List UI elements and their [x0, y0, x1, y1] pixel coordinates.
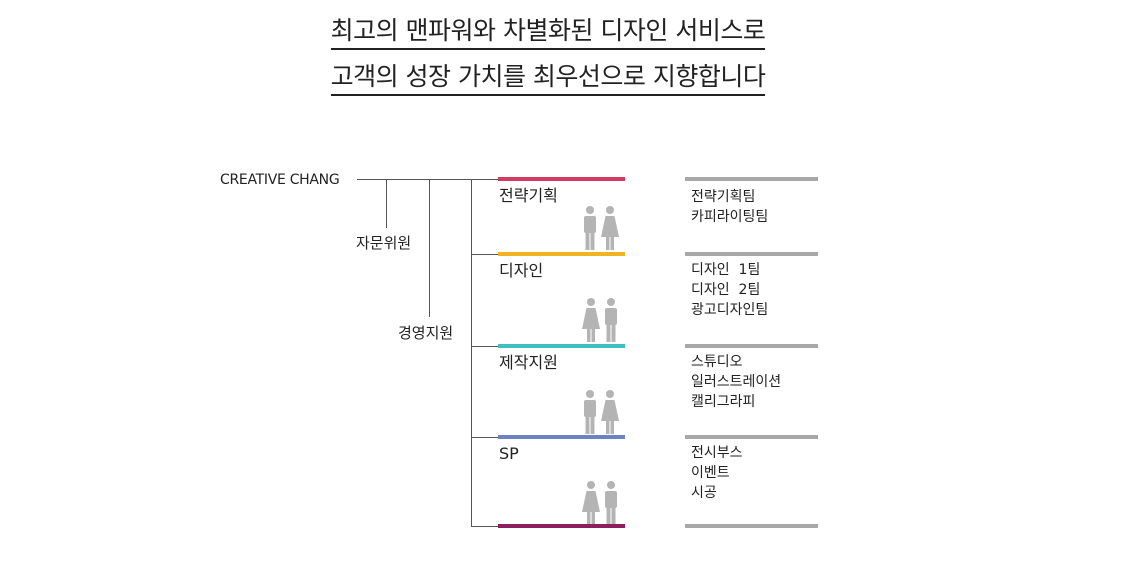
team-bar-design — [685, 252, 818, 256]
team-item: 전시부스 — [691, 445, 743, 461]
team-item: 스튜디오 — [691, 354, 743, 370]
company-name: CREATIVE CHANG — [220, 172, 340, 188]
headline-text-1: 최고의 맨파워와 차별화된 디자인 서비스로 — [330, 16, 766, 50]
dept-bar-closing — [498, 524, 625, 528]
team-item: 일러스트레이션 — [691, 374, 782, 390]
dept-label-design: 디자인 — [499, 261, 544, 280]
man-woman-icon — [584, 390, 619, 434]
connector-dept-3 — [471, 346, 498, 347]
woman-man-icon — [582, 298, 617, 342]
connector-dept-end — [471, 526, 498, 527]
dept-label-sp: SP — [499, 444, 519, 463]
headline-text-2: 고객의 성장 가치를 최우선으로 지향합니다 — [330, 62, 766, 96]
connector-main-vertical — [471, 179, 472, 526]
connector-dept-1 — [471, 179, 498, 180]
team-item: 전략기획팀 — [691, 189, 756, 205]
dept-label-production: 제작지원 — [499, 353, 558, 372]
dept-bar-design — [498, 252, 625, 256]
advisory-label: 자문위원 — [356, 234, 412, 252]
headline-line-1: 최고의 맨파워와 차별화된 디자인 서비스로 — [0, 16, 1096, 50]
dept-bar-sp — [498, 435, 625, 439]
woman-man-icon — [582, 481, 617, 525]
team-item: 광고디자인팀 — [691, 302, 769, 318]
team-list-sp: 전시부스 이벤트 시공 — [691, 443, 743, 503]
headline-line-2: 고객의 성장 가치를 최우선으로 지향합니다 — [0, 62, 1096, 96]
dept-label-strategy: 전략기획 — [499, 186, 558, 205]
team-item: 디자인 1팀 — [691, 262, 761, 278]
team-bar-strategy — [685, 177, 818, 181]
connector-dept-2 — [471, 254, 498, 255]
team-list-design: 디자인 1팀 디자인 2팀 광고디자인팀 — [691, 260, 768, 320]
management-label: 경영지원 — [398, 324, 454, 342]
dept-bar-strategy — [498, 177, 625, 181]
connector-company-horizontal — [357, 179, 472, 180]
man-woman-icon — [584, 206, 619, 250]
team-list-strategy: 전략기획팀 카피라이팅팀 — [691, 187, 768, 227]
connector-advisory — [386, 179, 387, 228]
connector-management — [429, 179, 430, 317]
dept-bar-production — [498, 344, 625, 348]
connector-dept-4 — [471, 437, 498, 438]
team-bar-closing — [685, 524, 818, 528]
team-item: 카피라이팅팀 — [691, 209, 769, 225]
team-bar-production — [685, 344, 818, 348]
team-item: 시공 — [691, 485, 717, 501]
team-item: 디자인 2팀 — [691, 282, 761, 298]
team-item: 캘리그라피 — [691, 394, 756, 410]
team-item: 이벤트 — [691, 465, 730, 481]
team-bar-sp — [685, 435, 818, 439]
team-list-production: 스튜디오 일러스트레이션 캘리그라피 — [691, 352, 781, 412]
